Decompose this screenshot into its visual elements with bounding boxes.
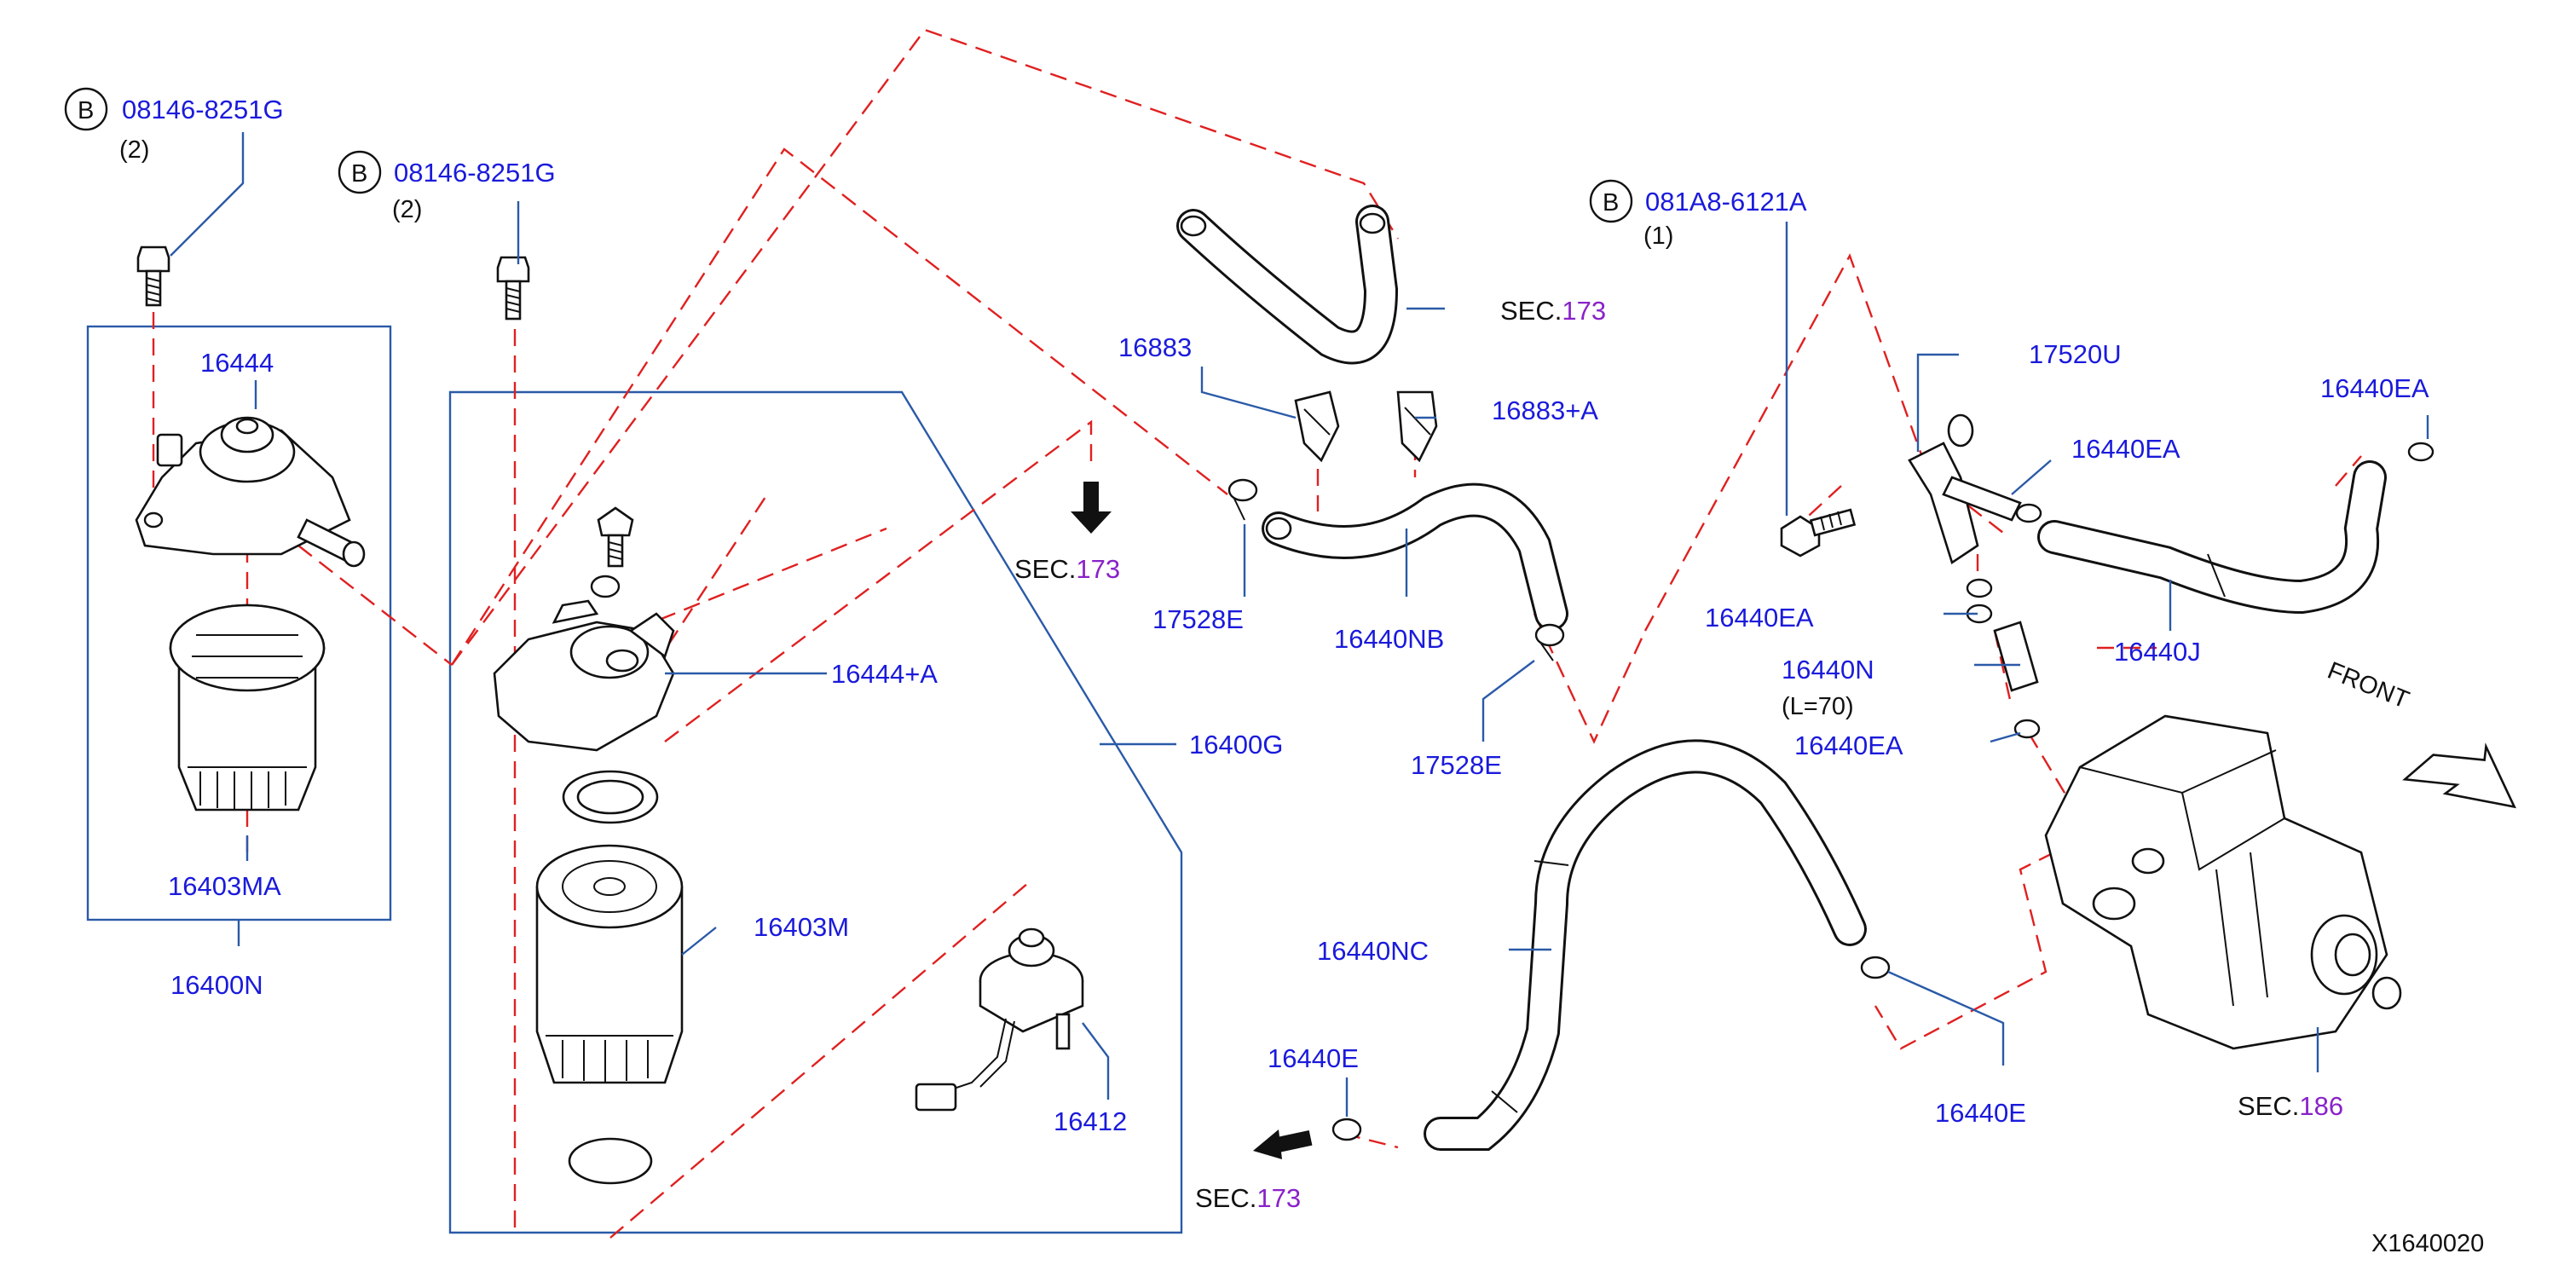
front-label: FRONT [2324, 657, 2413, 714]
fuel-filter-16403m [535, 844, 684, 1185]
bolt-b-label: B [78, 97, 94, 124]
group-frame-16400g [448, 390, 1183, 1234]
part-number-label: 16440J [2114, 637, 2201, 667]
part-number-label: 16440E [1935, 1098, 2026, 1128]
bolt-b-label: B [351, 160, 367, 188]
hose-16440j [2037, 460, 2387, 615]
part-number-label: 16440EA [1794, 731, 1903, 760]
part-number-label: 08146-8251G [394, 158, 556, 188]
part-number-label: 16403M [754, 912, 849, 942]
part-number-label: 16440EA [1705, 603, 1814, 632]
water-sensor-16412 [915, 927, 1084, 1112]
bolt-icon [1780, 508, 1857, 557]
hose-16440nb [1262, 482, 1568, 631]
section-reference: SEC.186 [2238, 1091, 2343, 1121]
clip-icon [1966, 442, 2434, 739]
injection-pump [2044, 714, 2402, 1050]
bolt-b-label: B [1603, 189, 1619, 217]
clip-icon [1534, 623, 1565, 661]
section-reference: SEC.173 [1195, 1183, 1301, 1213]
part-number-label: 17528E [1152, 604, 1244, 634]
bolt-b-badge [64, 87, 108, 131]
quantity-label: (1) [1643, 222, 1673, 250]
fuel-filter-head-16444 [135, 416, 366, 568]
clip-icon [1331, 956, 1891, 1141]
part-number-label: 16403MA [168, 871, 281, 901]
front-arrow-icon [2402, 742, 2516, 809]
part-number-label: 16400N [170, 970, 263, 1000]
part-number-label: 17520U [2029, 339, 2122, 369]
section-reference: SEC.173 [1014, 554, 1120, 584]
assembly-dashed-lines [152, 28, 2362, 1239]
part-number-label: 081A8-6121A [1645, 187, 1807, 217]
quantity-label: (2) [119, 136, 149, 164]
leader-lines [170, 132, 2429, 1117]
bolt-b-badge [1589, 179, 1633, 223]
arrow-down-icon [1071, 482, 1112, 534]
clamp-icon [1396, 390, 1438, 463]
clip-icon [1227, 478, 1258, 521]
part-number-label: 16440EA [2320, 373, 2429, 403]
bolt-icon [496, 256, 530, 321]
part-number-label: 16400G [1189, 730, 1283, 760]
part-number-label: 16412 [1054, 1106, 1127, 1136]
arrow-left-icon [1253, 1129, 1313, 1159]
part-number-label: 16440E [1268, 1043, 1359, 1073]
quantity-label: (2) [392, 196, 422, 223]
part-number-label: 16444+A [831, 659, 938, 689]
length-note: (L=70) [1782, 693, 1854, 720]
part-number-label: 16440EA [2071, 434, 2180, 464]
diagram-id: X1640020 [2371, 1230, 2484, 1257]
hose-16440n [1993, 621, 2039, 692]
part-number-label: 16440N [1782, 655, 1874, 684]
bolt-b-badge [338, 150, 382, 194]
part-number-label: 08146-8251G [122, 95, 284, 124]
hose-sec173-top [1176, 205, 1399, 365]
part-number-label: 16440NB [1334, 624, 1444, 654]
bolt-icon [136, 245, 170, 307]
seal-ring [562, 770, 659, 824]
connector-17520u [1908, 413, 2022, 565]
clamp-icon [1294, 390, 1340, 463]
hose-16440nc [1424, 739, 1867, 1151]
part-number-label: 16883+A [1492, 396, 1598, 425]
fuel-filter-head-16444a [493, 506, 675, 752]
fuel-filter-16403ma [169, 604, 326, 812]
section-reference: SEC.173 [1500, 296, 1606, 326]
part-number-label: 16444 [200, 348, 274, 378]
part-number-label: 16883 [1118, 332, 1192, 362]
part-number-label: 16440NC [1317, 936, 1429, 966]
part-number-label: 17528E [1411, 750, 1502, 780]
